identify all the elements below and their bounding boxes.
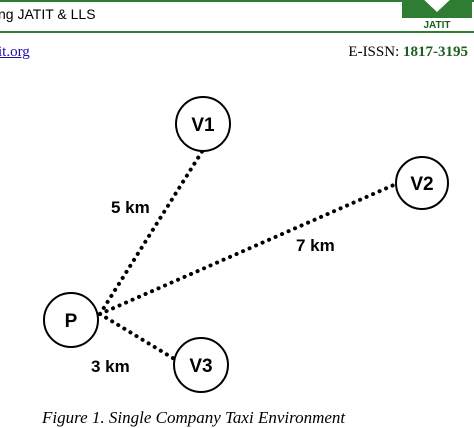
jatit-logo: JATIT	[402, 0, 472, 30]
node-label-v3: V3	[189, 356, 212, 377]
edge-p-v2	[98, 182, 398, 316]
running-title: ng JATIT & LLS	[0, 6, 96, 22]
node-v3: V3	[173, 337, 229, 393]
issn-value: 1817-3195	[403, 44, 468, 60]
issn-line: E-ISSN: 1817-3195	[348, 44, 468, 61]
edge-p-v3	[98, 312, 178, 362]
edge-label-p-v2: 7 km	[296, 236, 335, 255]
node-label-v2: V2	[410, 174, 433, 195]
node-label-v1: V1	[191, 115, 215, 136]
header-divider	[0, 31, 474, 33]
edge-label-p-v1: 5 km	[111, 198, 150, 217]
header-top-rule	[0, 0, 474, 2]
edge-p-v1	[98, 148, 205, 316]
journal-url-link[interactable]: it.org	[0, 44, 30, 60]
edge-label-p-v3: 3 km	[91, 357, 130, 376]
figure-caption: Figure 1. Single Company Taxi Environmen…	[42, 408, 346, 427]
node-v2: V2	[395, 156, 449, 210]
issn-label: E-ISSN:	[348, 44, 403, 60]
node-label-p: P	[65, 311, 78, 332]
logo-text: JATIT	[423, 20, 450, 30]
node-p: P	[43, 292, 99, 348]
node-v1: V1	[175, 96, 231, 152]
